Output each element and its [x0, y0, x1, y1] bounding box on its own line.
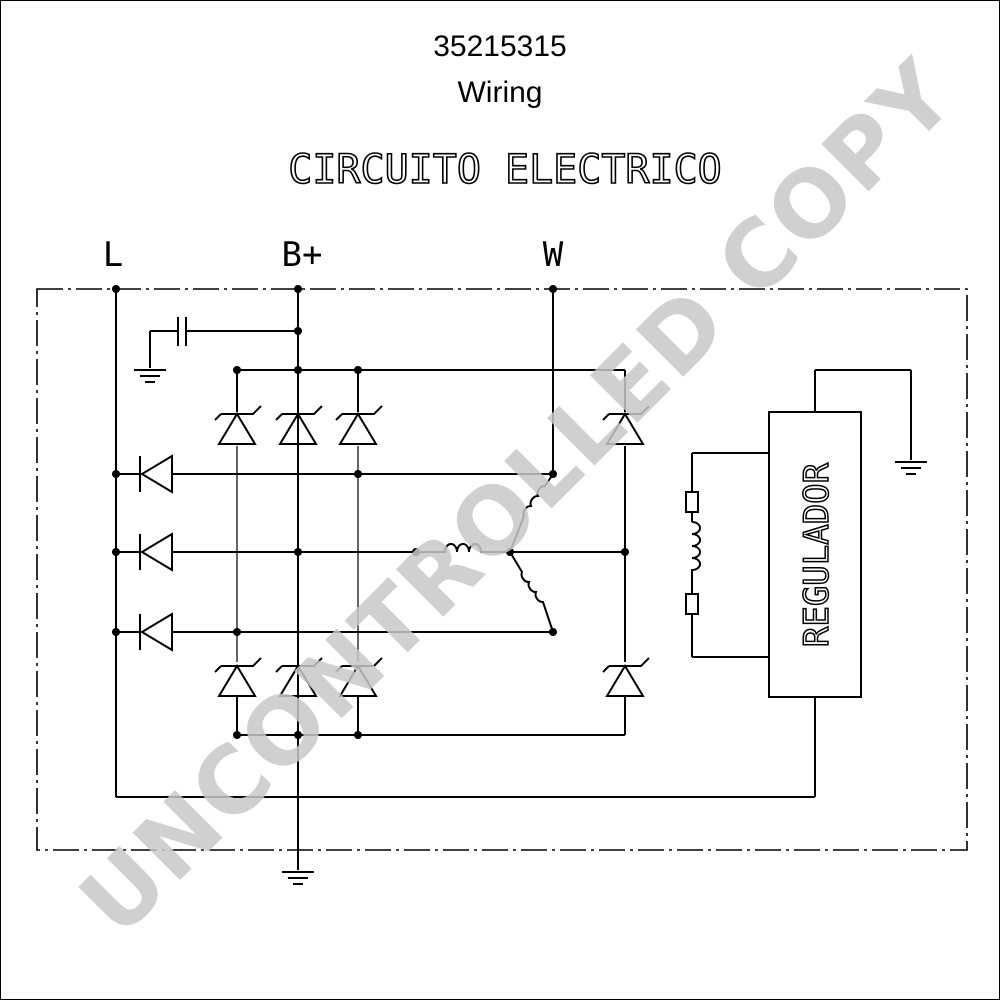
regulator-label: REGULADOR — [797, 462, 837, 647]
rotor-field-coil — [685, 491, 701, 615]
stator-winding — [420, 473, 554, 633]
junction-dots — [112, 285, 629, 739]
exciter-diodes — [139, 454, 173, 652]
diode-bridge-top — [214, 405, 650, 445]
capacitor — [177, 317, 187, 346]
regulator-box — [768, 411, 862, 698]
ground-symbol-main — [282, 871, 314, 885]
diode-bridge-bottom — [214, 657, 650, 697]
ground-symbol-capacitor — [134, 369, 166, 383]
part-number: 35215315 — [433, 30, 567, 63]
ground-symbol-regulator — [895, 461, 927, 475]
housing-outline — [36, 288, 968, 851]
terminal-label-b-plus: B+ — [282, 235, 323, 275]
terminal-label-l: L — [103, 235, 123, 275]
terminal-label-w: W — [543, 235, 564, 275]
circuit-heading: CIRCUITO ELECTRICO — [288, 147, 721, 193]
diagram-subtitle: Wiring — [457, 76, 543, 109]
